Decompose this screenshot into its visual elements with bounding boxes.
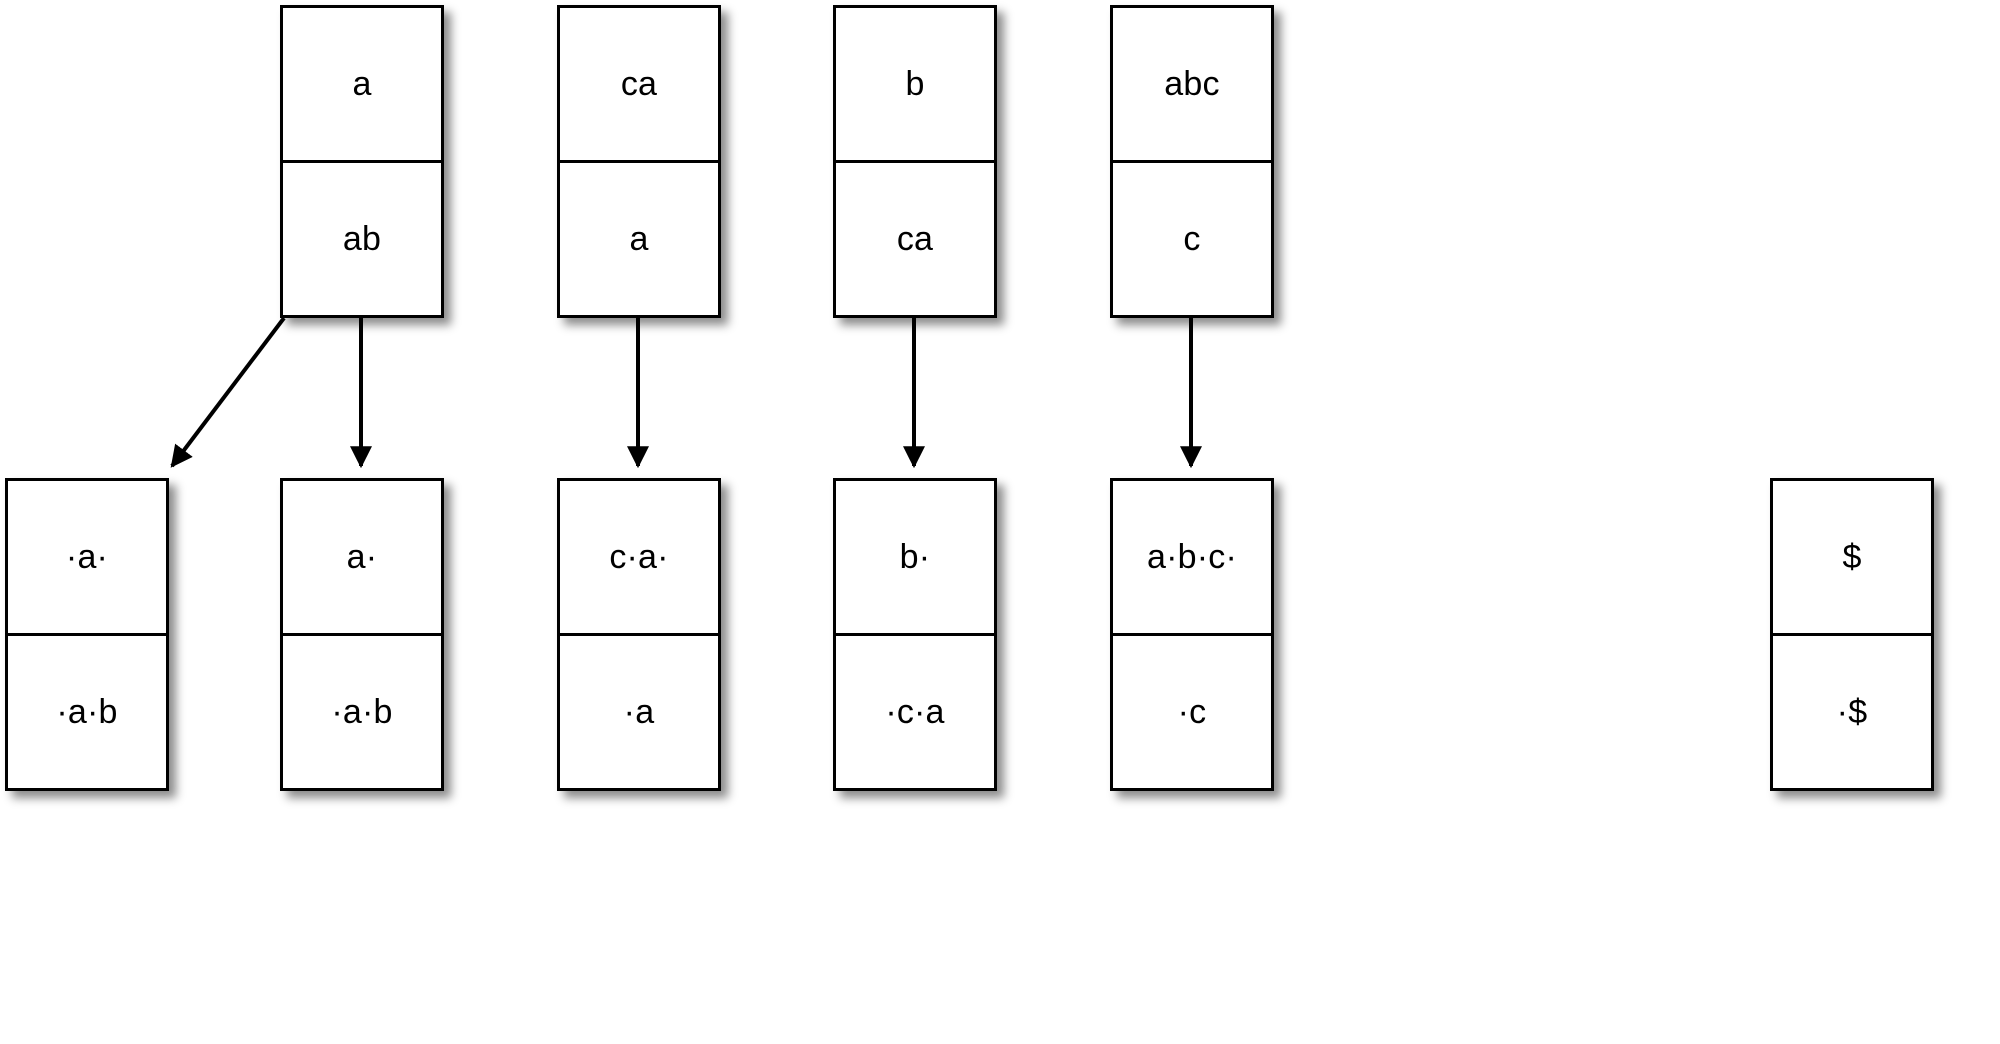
node-bottom-5-upper-cell: $ [1773, 481, 1931, 636]
node-bottom-1[interactable]: a· ·a·b [280, 478, 444, 791]
node-top-2-upper-cell: b [836, 8, 994, 163]
node-bottom-4[interactable]: a·b·c· ·c [1110, 478, 1274, 791]
node-bottom-3[interactable]: b· ·c·a [833, 478, 997, 791]
node-bottom-3-upper-cell: b· [836, 481, 994, 636]
node-bottom-2-lower-cell: ·a [623, 693, 655, 731]
node-top-3-upper-cell: abc [1113, 8, 1271, 163]
node-bottom-5[interactable]: $ ·$ [1770, 478, 1934, 791]
node-top-3-lower-cell: c [1183, 220, 1201, 258]
node-top-0-lower-cell: ab [342, 220, 382, 258]
edge-t0-b0 [170, 316, 286, 468]
node-bottom-2[interactable]: c·a· ·a [557, 478, 721, 791]
node-top-1[interactable]: ca a [557, 5, 721, 318]
node-bottom-0[interactable]: ·a· ·a·b [5, 478, 169, 791]
node-bottom-2-upper-cell: c·a· [560, 481, 718, 636]
node-bottom-0-upper-cell: ·a· [8, 481, 166, 636]
node-bottom-1-upper-cell: a· [283, 481, 441, 636]
node-top-0[interactable]: a ab [280, 5, 444, 318]
node-bottom-1-lower-cell: ·a·b [331, 693, 393, 731]
node-top-1-lower-cell: a [629, 220, 649, 258]
node-top-2-lower-cell: ca [896, 220, 934, 258]
node-top-0-upper-cell: a [283, 8, 441, 163]
node-top-3[interactable]: abc c [1110, 5, 1274, 318]
node-top-1-upper-cell: ca [560, 8, 718, 163]
node-bottom-4-lower-cell: ·c [1177, 693, 1207, 731]
node-bottom-3-lower-cell: ·c·a [885, 693, 945, 731]
node-bottom-5-lower-cell: ·$ [1836, 693, 1868, 731]
node-bottom-4-upper-cell: a·b·c· [1113, 481, 1271, 636]
node-top-2[interactable]: b ca [833, 5, 997, 318]
node-bottom-0-lower-cell: ·a·b [56, 693, 118, 731]
